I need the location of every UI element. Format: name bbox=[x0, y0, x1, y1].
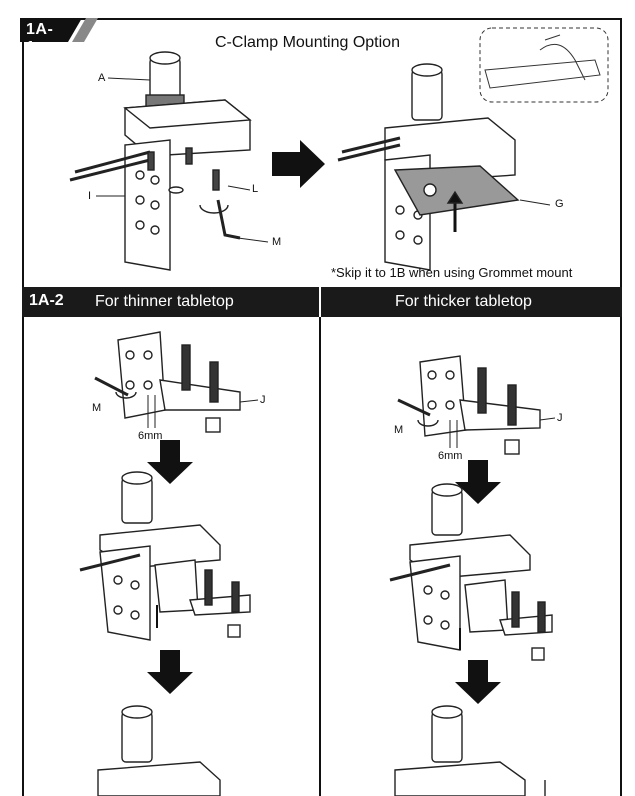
clamp-exploded-illustration bbox=[69, 51, 252, 271]
label-m-left: M bbox=[92, 402, 102, 414]
arrow-down-icon bbox=[147, 440, 193, 484]
label-j-right: J bbox=[557, 412, 563, 424]
step-tag-2: 1A-2 bbox=[29, 292, 64, 309]
label-6mm-left: 6mm bbox=[138, 430, 163, 442]
thick-tabletop-heading: For thicker tabletop bbox=[395, 293, 532, 310]
step-tab-shape bbox=[20, 18, 98, 42]
instruction-frame bbox=[22, 18, 622, 796]
column-divider bbox=[319, 317, 321, 796]
page-title: C-Clamp Mounting Option bbox=[215, 34, 400, 51]
step-tag: 1A-1 bbox=[26, 21, 54, 56]
label-6mm-right: 6mm bbox=[438, 450, 463, 462]
label-g: G bbox=[555, 198, 564, 210]
label-j-left: J bbox=[260, 394, 266, 406]
left-clamp-final-illustration bbox=[97, 705, 221, 796]
label-m-right: M bbox=[394, 424, 404, 436]
thin-tabletop-heading: For thinner tabletop bbox=[95, 293, 234, 310]
arrow-down-icon bbox=[455, 460, 501, 504]
right-clamp-final-illustration bbox=[394, 705, 546, 796]
leader-lines bbox=[96, 77, 551, 243]
arrow-right-icon bbox=[272, 140, 325, 188]
label-l: L bbox=[252, 183, 259, 195]
right-bracket-illustration bbox=[397, 355, 541, 455]
step-2-header: 1A-2 For thinner tabletop For thicker ta… bbox=[22, 287, 622, 317]
left-bracket-illustration bbox=[94, 331, 241, 433]
label-m: M bbox=[272, 236, 282, 248]
column-divider-top bbox=[319, 287, 321, 317]
label-i: I bbox=[88, 190, 92, 202]
skip-note: *Skip it to 1B when using Grommet mount bbox=[331, 265, 573, 280]
right-clamp-assembly-illustration bbox=[389, 483, 553, 661]
arrow-down-icon bbox=[455, 660, 501, 704]
label-a: A bbox=[98, 72, 106, 84]
left-clamp-assembly-illustration bbox=[79, 471, 251, 641]
arrow-down-icon bbox=[147, 650, 193, 694]
peel-inset-illustration bbox=[479, 27, 609, 103]
clamp-with-pad-illustration bbox=[337, 63, 520, 271]
